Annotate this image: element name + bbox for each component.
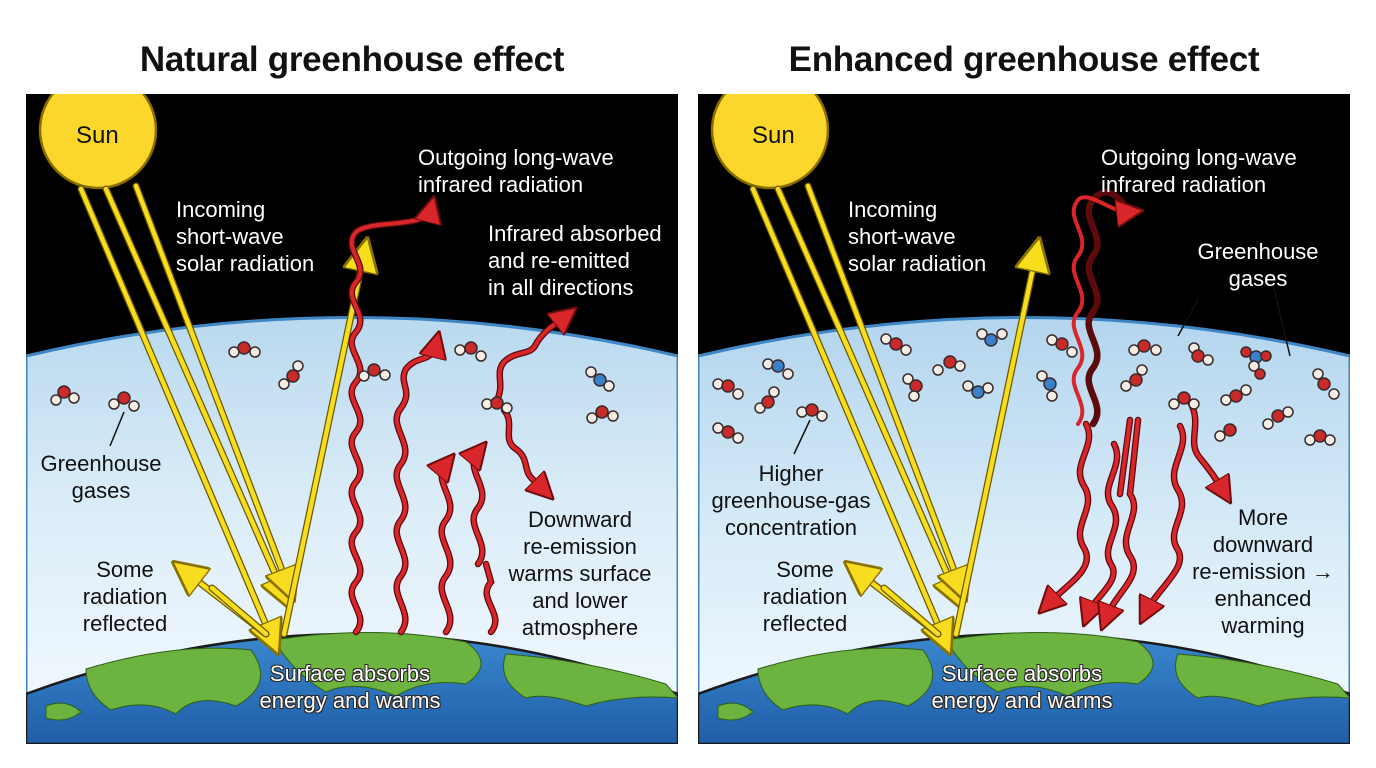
downward-reemission-label: Downward re-emission warms surface and l… bbox=[508, 507, 652, 640]
greenhouse-gases-pointer bbox=[1271, 279, 1291, 357]
reflected-radiation-label: Some radiation reflected bbox=[762, 557, 848, 636]
atmosphere-layer bbox=[698, 316, 1350, 744]
molecule-icon bbox=[50, 385, 80, 406]
reflected-radiation-label: Some radiation reflected bbox=[82, 557, 168, 636]
greenhouse-gases-label: Greenhouse gases bbox=[1197, 239, 1319, 291]
incoming-radiation-label: Incoming short-wave solar radiation bbox=[848, 197, 987, 276]
enhanced-diagram-illustration bbox=[698, 94, 1350, 744]
reflected-solar-ray bbox=[858, 254, 1036, 638]
enhanced-greenhouse-panel: Sun Incoming short-wave solar radiation … bbox=[698, 94, 1350, 744]
molecule-icon bbox=[976, 328, 1008, 347]
molecule-icon bbox=[1120, 364, 1148, 392]
natural-panel-title: Natural greenhouse effect bbox=[139, 40, 565, 79]
molecule-icon bbox=[1304, 429, 1336, 446]
reflected-solar-ray bbox=[186, 254, 364, 638]
molecule-icon bbox=[1188, 342, 1214, 366]
molecule-icon bbox=[880, 333, 912, 356]
incoming-solar-rays bbox=[749, 182, 960, 639]
greenhouse-gases-label: Greenhouse gases bbox=[40, 451, 162, 503]
molecule-icon bbox=[586, 405, 619, 424]
infrared-absorbed-label: Infrared absorbed and re-emitted in all … bbox=[488, 221, 662, 300]
molecule-icon bbox=[1262, 406, 1294, 430]
molecule-icon bbox=[108, 391, 140, 412]
outgoing-radiation-label: Outgoing long-wave infrared radiation bbox=[418, 145, 614, 197]
higher-concentration-label: Higher greenhouse-gas concentration bbox=[711, 461, 871, 540]
greenhouse-gases-pointer bbox=[1177, 299, 1199, 337]
infrared-wavy-arrows bbox=[1048, 189, 1224, 618]
molecule-icon bbox=[1214, 423, 1237, 442]
surface-absorbs-label: Surface absorbs energy and warms bbox=[259, 661, 441, 713]
more-downward-label: More downward re-emission → enhanced war… bbox=[1192, 505, 1334, 638]
atmosphere-layer bbox=[26, 316, 678, 744]
molecule-icon bbox=[1220, 384, 1252, 406]
molecule-icon bbox=[712, 422, 744, 444]
greenhouse-gas-molecules bbox=[50, 341, 619, 424]
molecule-icon bbox=[902, 373, 923, 402]
sun-icon bbox=[710, 94, 830, 190]
incoming-radiation-label: Incoming short-wave solar radiation bbox=[176, 197, 315, 276]
molecule-icon bbox=[1240, 346, 1272, 364]
molecule-icon bbox=[585, 366, 615, 392]
molecule-icon bbox=[1128, 339, 1162, 356]
greenhouse-gas-molecules bbox=[712, 328, 1340, 446]
enhanced-panel-title: Enhanced greenhouse effect bbox=[788, 40, 1260, 79]
molecule-icon bbox=[1046, 334, 1078, 358]
molecule-icon bbox=[454, 341, 487, 362]
molecule-icon bbox=[1312, 368, 1340, 400]
molecule-icon bbox=[278, 360, 304, 390]
earth-icon bbox=[26, 632, 678, 744]
higher-concentration-pointer bbox=[793, 419, 811, 455]
molecule-icon bbox=[228, 341, 261, 358]
natural-greenhouse-panel: Sun Incoming short-wave solar radiation … bbox=[26, 94, 678, 744]
molecule-icon bbox=[358, 363, 391, 382]
surface-absorbs-label: Surface absorbs energy and warms bbox=[931, 661, 1113, 713]
sun-label: Sun bbox=[752, 122, 795, 149]
earth-icon bbox=[698, 632, 1350, 744]
sun-icon bbox=[38, 94, 158, 190]
greenhouse-gases-pointer bbox=[109, 411, 125, 447]
molecule-icon bbox=[1248, 360, 1266, 380]
natural-diagram-illustration bbox=[26, 94, 678, 744]
molecule-icon bbox=[712, 378, 744, 400]
incoming-solar-rays bbox=[77, 182, 288, 639]
molecule-icon bbox=[932, 355, 966, 376]
molecule-icon bbox=[962, 380, 994, 399]
molecule-icon bbox=[796, 403, 828, 422]
molecule-icon bbox=[754, 386, 780, 414]
infrared-wavy-arrows bbox=[348, 209, 566, 636]
molecule-icon bbox=[481, 396, 513, 414]
sun-label: Sun bbox=[76, 122, 119, 149]
molecule-icon bbox=[762, 358, 794, 380]
molecule-icon bbox=[1168, 391, 1200, 410]
outgoing-radiation-label: Outgoing long-wave infrared radiation bbox=[1101, 145, 1297, 197]
molecule-icon bbox=[1036, 370, 1058, 402]
